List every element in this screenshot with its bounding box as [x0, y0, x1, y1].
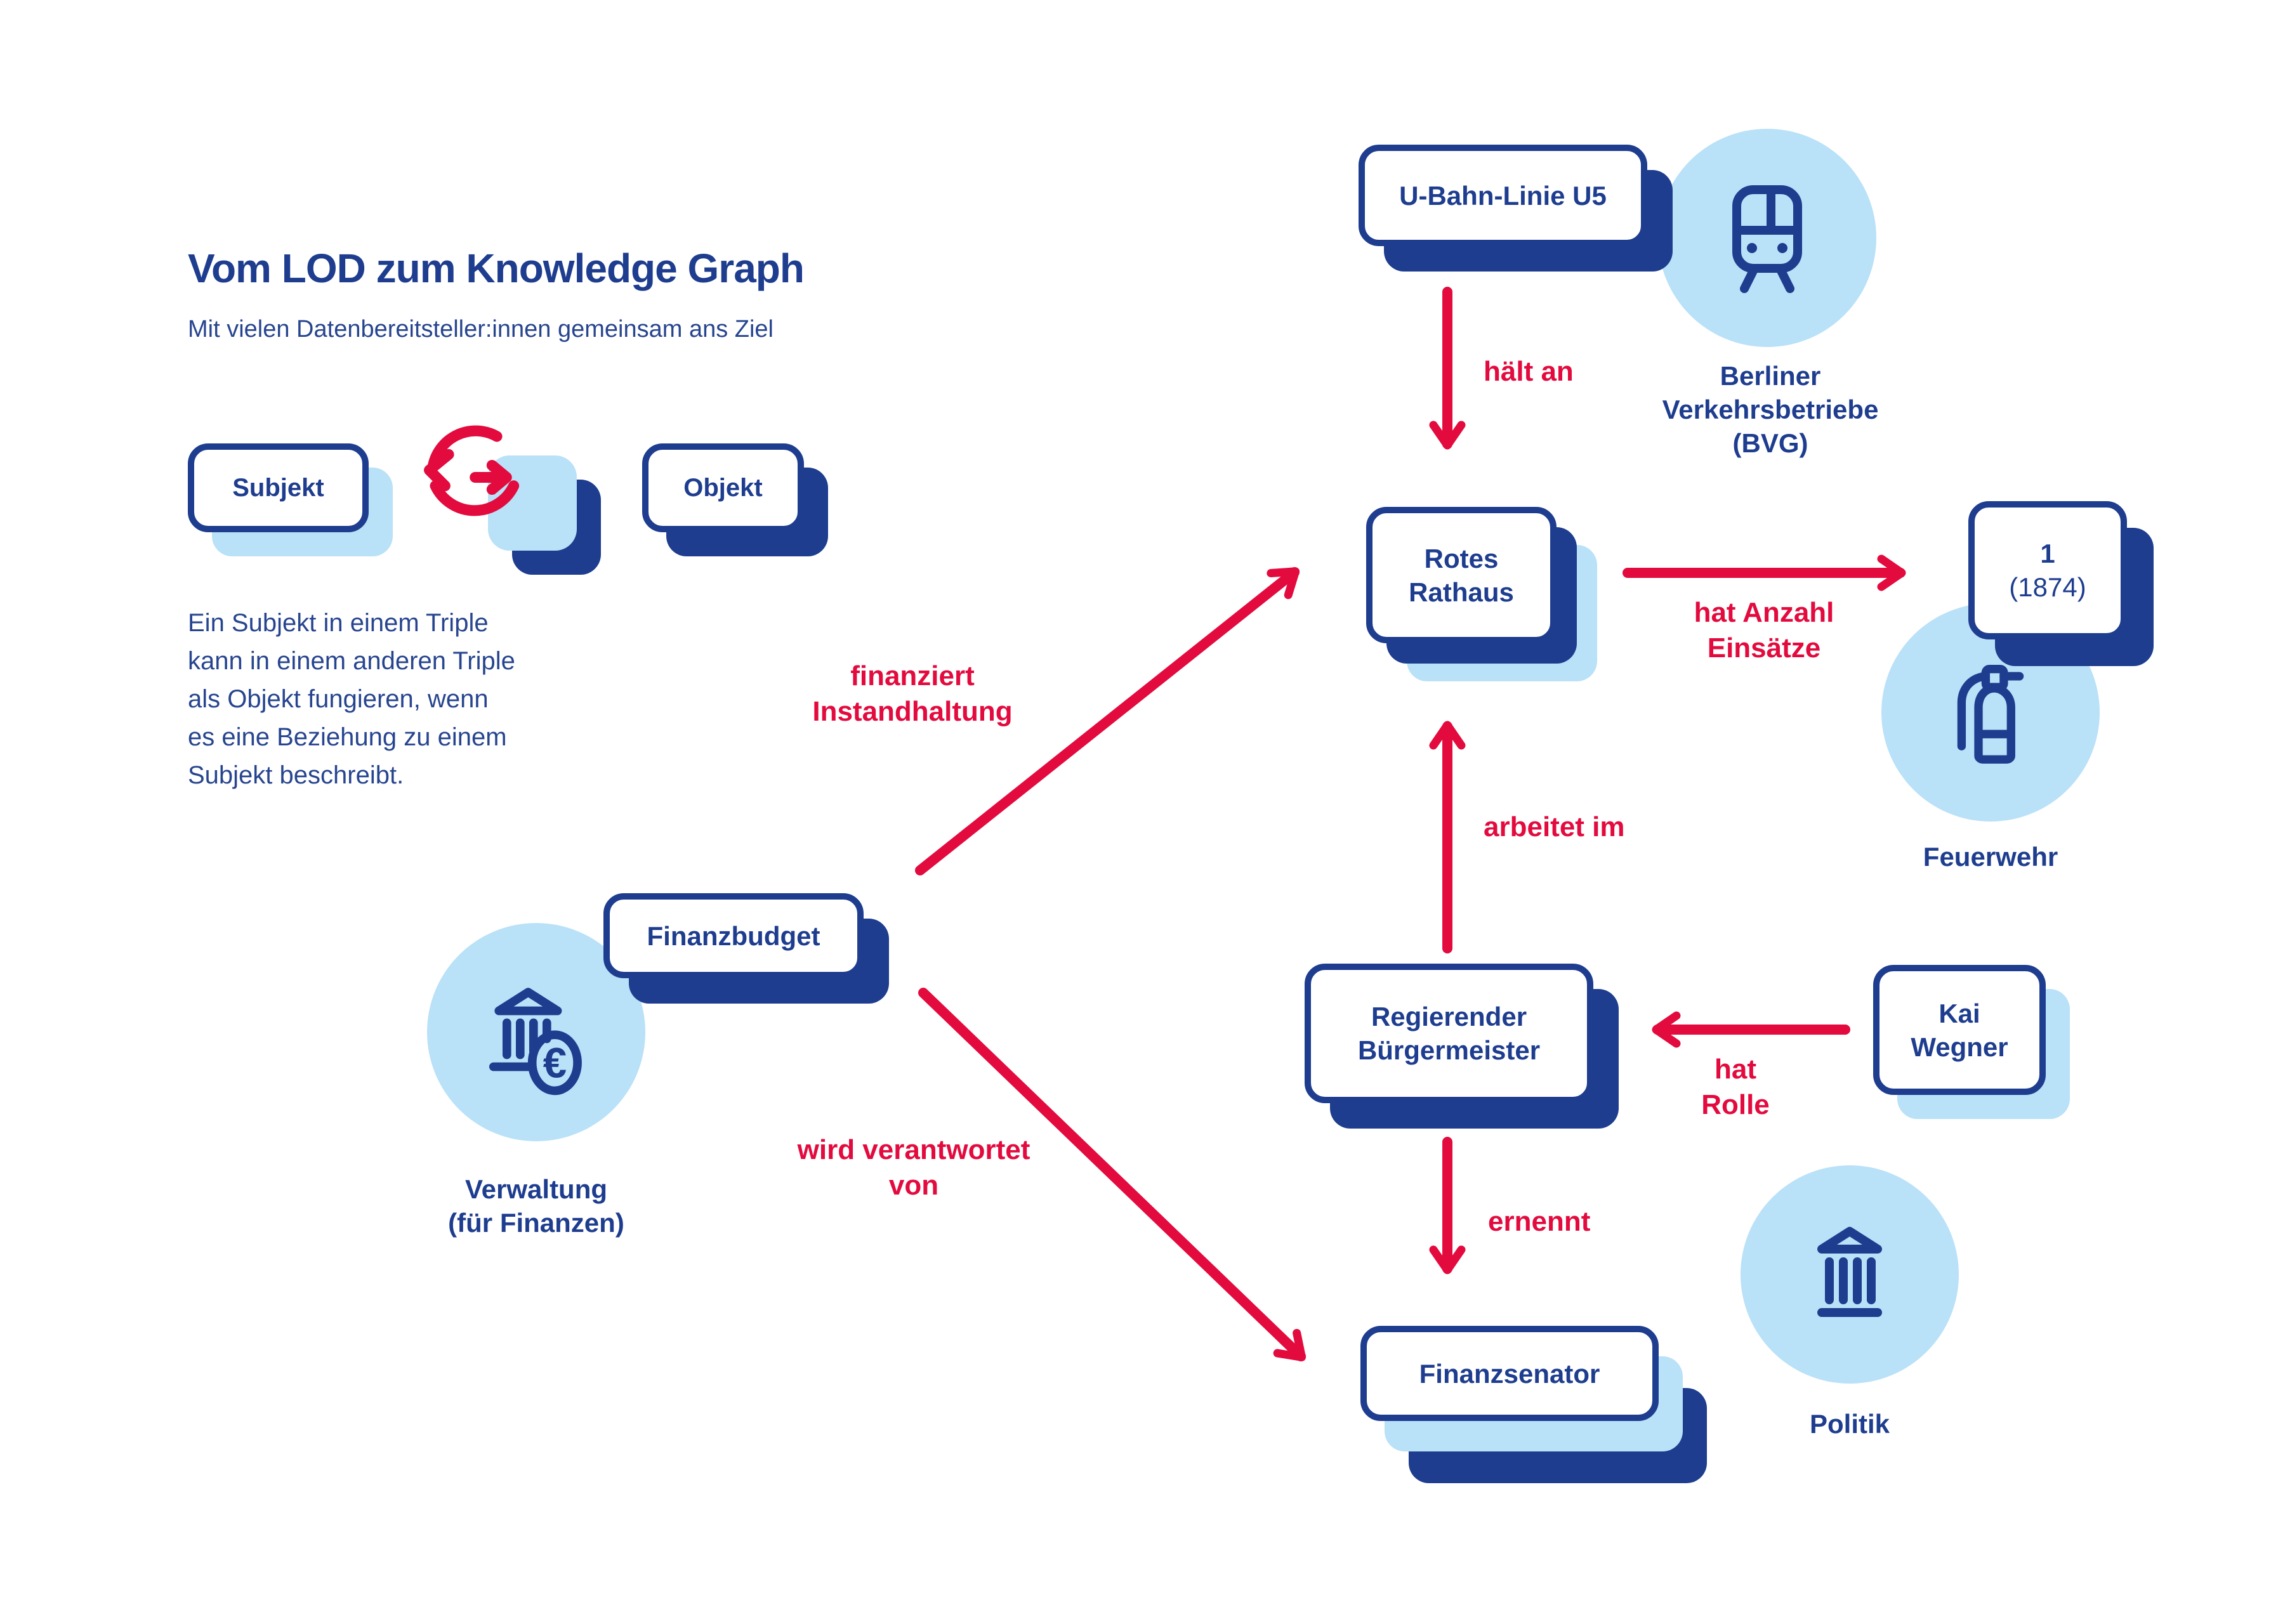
node-finanzbudget: Finanzbudget: [603, 893, 889, 1004]
verwaltung-label-line1: Verwaltung: [464, 1174, 608, 1204]
rotes-rathaus-line2: Rathaus: [1409, 577, 1514, 607]
node-kai-wegner: Kai Wegner: [1873, 965, 2070, 1119]
einsaetze-year: (1874): [2009, 572, 2086, 602]
page-title: Vom LOD zum Knowledge Graph: [188, 246, 805, 291]
node-rotes-rathaus: Rotes Rathaus: [1366, 507, 1597, 681]
bvg-label-line2: Verkehrsbetriebe: [1662, 395, 1879, 424]
legend-subjekt-node: Subjekt: [188, 443, 393, 556]
finanziert-line2: Instandhaltung: [812, 696, 1013, 727]
hat-anzahl-line2: Einsätze: [1707, 632, 1821, 664]
description-line: es eine Beziehung zu einem: [188, 723, 507, 751]
kai-wegner-line1: Kai: [1939, 998, 1980, 1028]
edge-haelt-an-label: hält an: [1484, 356, 1574, 387]
finanzbudget-label: Finanzbudget: [647, 920, 820, 951]
feuerwehr-label: Feuerwehr: [1923, 842, 2058, 872]
description-line: als Objekt fungieren, wenn: [188, 685, 489, 713]
hat-rolle-line2: Rolle: [1701, 1089, 1770, 1120]
buergermeister-line2: Bürgermeister: [1357, 1035, 1541, 1065]
rotes-rathaus-line1: Rotes: [1424, 543, 1499, 573]
edge-hat-rolle-label: hat Rolle: [1656, 1052, 1815, 1123]
politik-label: Politik: [1809, 1409, 1890, 1439]
kai-wegner-line2: Wegner: [1911, 1031, 2008, 1062]
edge-finanziert-label: finanziert Instandhaltung: [754, 658, 1071, 730]
politik-circle: [1741, 1165, 1959, 1384]
edge-wird-verantwortet-arrow: [918, 988, 1306, 1361]
finanziert-line1: finanziert: [850, 660, 975, 691]
verwaltung-circle: €: [427, 923, 645, 1141]
train-icon: [1732, 185, 1802, 293]
hat-rolle-line1: hat: [1715, 1054, 1756, 1085]
node-finanzsenator: Finanzsenator: [1360, 1326, 1707, 1483]
edge-wird-verantwortet-label: wird verantwortet von: [723, 1132, 1104, 1203]
bank-euro-icon: €: [489, 988, 582, 1096]
bank-icon: [1817, 1227, 1882, 1317]
einsaetze-value: 1: [2040, 539, 2055, 568]
ubahn-label: U-Bahn-Linie U5: [1399, 180, 1607, 211]
verwaltung-label-line2: (für Finanzen): [448, 1208, 624, 1238]
objekt-label: Objekt: [683, 473, 763, 502]
description-line: Ein Subjekt in einem Triple: [188, 609, 489, 637]
bvg-circle: [1658, 129, 1876, 347]
svg-text:€: €: [543, 1039, 567, 1087]
bvg-label-line3: (BVG): [1732, 428, 1808, 458]
edge-ernennt-label: ernennt: [1488, 1206, 1591, 1237]
node-ubahn-linie-u5: U-Bahn-Linie U5: [1359, 145, 1673, 272]
page-subtitle: Mit vielen Datenbereitsteller:innen geme…: [188, 316, 774, 343]
verwaltung-label: Verwaltung (für Finanzen): [378, 1172, 695, 1240]
description-line: kann in einem anderen Triple: [188, 647, 515, 675]
edge-arbeitet-im-label: arbeitet im: [1484, 811, 1625, 842]
node-einsaetze-wert: 1 (1874): [1968, 501, 2154, 666]
hat-anzahl-line1: hat Anzahl: [1694, 597, 1834, 628]
legend-description: Ein Subjekt in einem Triple kann in eine…: [188, 604, 734, 794]
subjekt-label: Subjekt: [232, 473, 324, 502]
description-line: Subjekt beschreibt.: [188, 761, 404, 789]
fire-extinguisher-icon: [1957, 664, 2024, 764]
bvg-label-line1: Berliner: [1720, 361, 1821, 391]
finanzsenator-label: Finanzsenator: [1419, 1358, 1600, 1389]
edge-finanziert-arrow: [915, 567, 1300, 875]
wird-verantwortet-line2: von: [888, 1170, 939, 1201]
buergermeister-line1: Regierender: [1371, 1002, 1527, 1031]
edge-hat-anzahl-label: hat Anzahl Einsätze: [1637, 595, 1891, 666]
bvg-label: Berliner Verkehrsbetriebe (BVG): [1624, 359, 1916, 460]
wird-verantwortet-line1: wird verantwortet: [797, 1134, 1030, 1165]
cycle-arrows-icon: [424, 425, 520, 516]
node-regierender-buergermeister: Regierender Bürgermeister: [1305, 964, 1619, 1129]
legend-objekt-node: Objekt: [642, 443, 828, 556]
